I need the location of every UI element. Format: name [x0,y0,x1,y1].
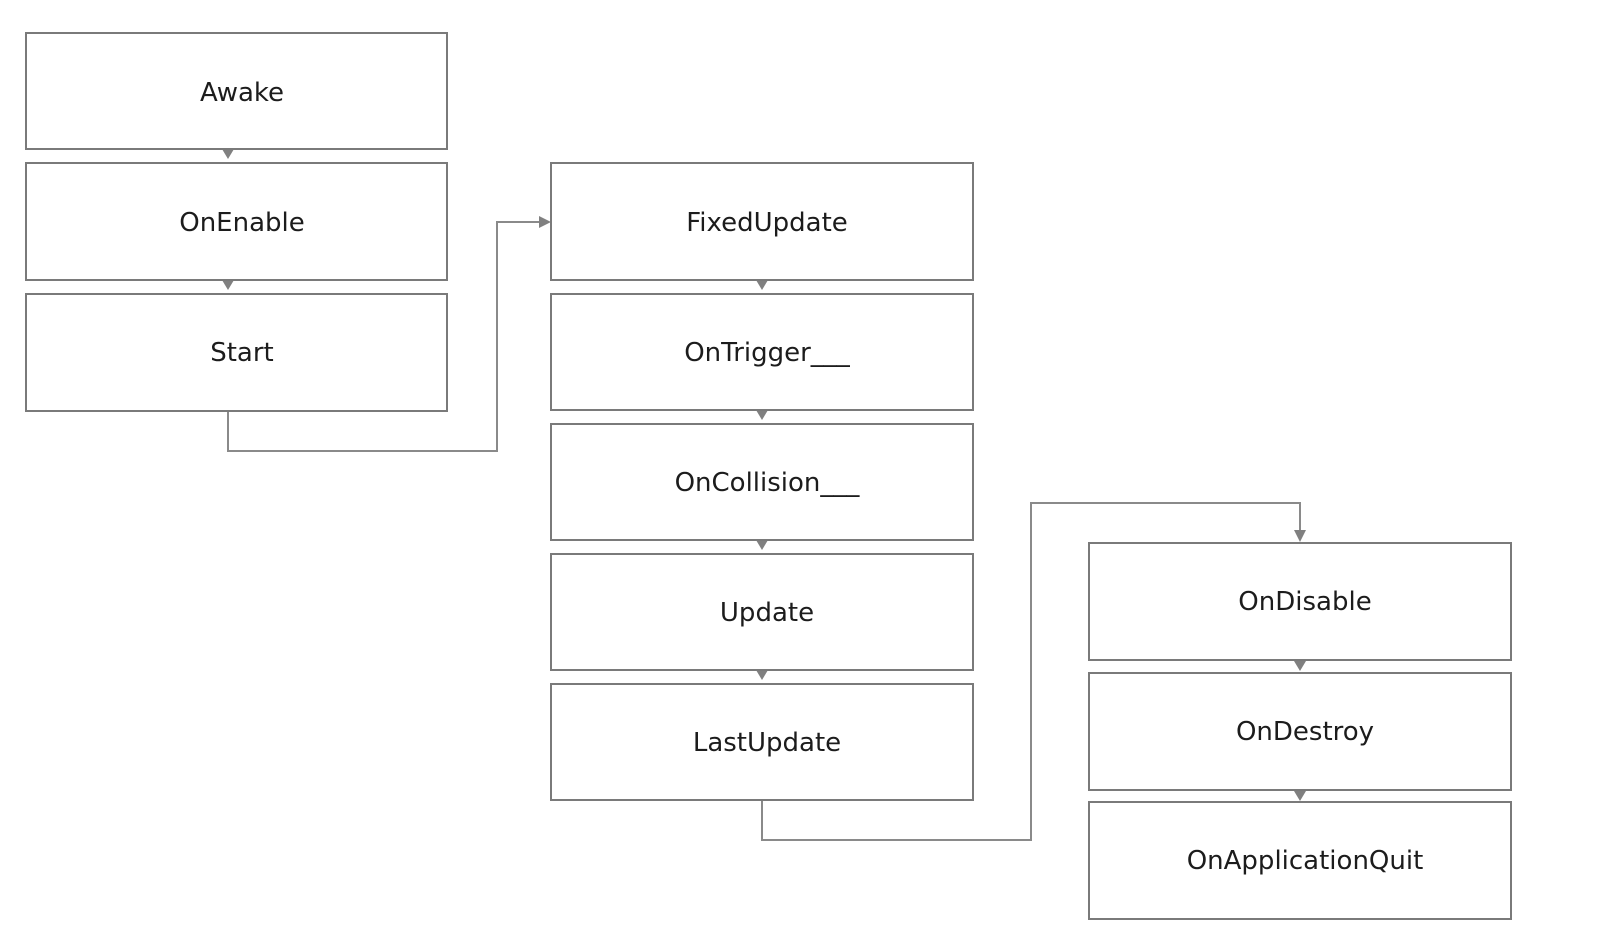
arrow-ontrigger-to-oncollision [756,410,768,420]
arrow-oncollision-to-update [756,540,768,550]
node-onapplicationquit: OnApplicationQuit [1088,801,1512,920]
node-update: Update [550,553,974,671]
arrow-start-to-fixedupdate [539,216,551,228]
node-label-ondisable: OnDisable [1238,587,1371,617]
arrow-update-to-lastupdate [756,670,768,680]
node-awake: Awake [25,32,448,150]
node-label-lastupdate: LastUpdate [693,728,841,758]
node-label-awake: Awake [200,78,284,108]
node-label-update: Update [720,598,814,628]
node-fixedupdate: FixedUpdate [550,162,974,281]
connectors [222,149,1306,841]
node-onenable: OnEnable [25,162,448,281]
connector-start-to-fixedupdate [227,221,539,452]
node-label-onenable: OnEnable [179,208,305,238]
arrow-ondisable-to-ondestroy [1294,661,1306,671]
node-ondestroy: OnDestroy [1088,672,1512,791]
node-label-start: Start [210,338,274,368]
node-label-fixedupdate: FixedUpdate [686,208,848,238]
node-start: Start [25,293,448,412]
node-label-ontrigger: OnTrigger___ [684,338,851,368]
node-label-onapplicationquit: OnApplicationQuit [1187,846,1424,876]
arrow-onenable-to-start [222,280,234,290]
arrow-lastupdate-to-ondisable [1294,530,1306,542]
node-label-oncollision: OnCollision___ [675,468,861,498]
node-label-ondestroy: OnDestroy [1236,717,1374,747]
node-ondisable: OnDisable [1088,542,1512,661]
column-loop: FixedUpdate OnTrigger___ OnCollision___ … [550,162,974,801]
arrow-ondestroy-to-onapplicationquit [1294,791,1306,801]
arrow-fixedupdate-to-ontrigger [756,280,768,290]
node-oncollision: OnCollision___ [550,423,974,541]
connector-lastupdate-to-ondisable [761,502,1301,841]
node-ontrigger: OnTrigger___ [550,293,974,411]
column-startup: Awake OnEnable Start [25,32,448,412]
column-teardown: OnDisable OnDestroy OnApplicationQuit [1088,542,1512,920]
arrow-awake-to-onenable [222,149,234,159]
node-lastupdate: LastUpdate [550,683,974,801]
